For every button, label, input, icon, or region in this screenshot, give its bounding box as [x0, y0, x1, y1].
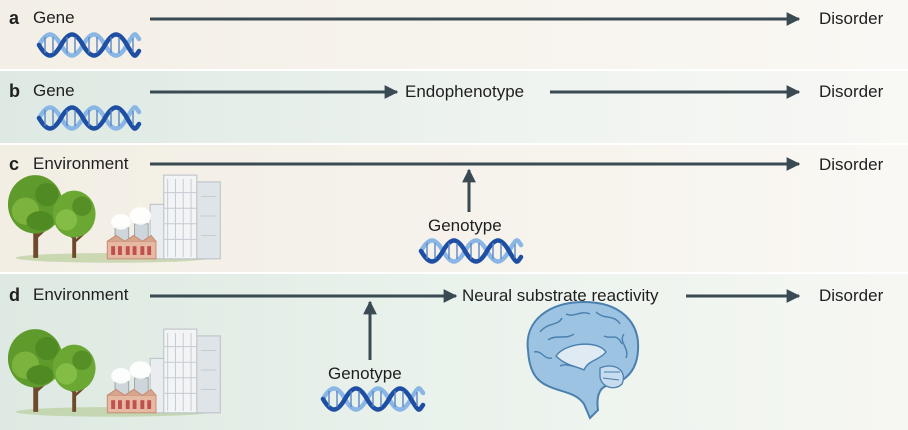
neural-substrate-reactivity-label: Neural substrate reactivity: [462, 286, 659, 305]
panel-b: [0, 71, 908, 143]
disorder-label: Disorder: [819, 82, 884, 101]
genotype-label: Genotype: [428, 216, 502, 235]
disorder-label: Disorder: [819, 286, 884, 305]
dna-icon: [421, 240, 521, 261]
environment-icon: [6, 173, 222, 265]
environment-icon: [6, 327, 222, 419]
panel-a-letter: a: [9, 8, 20, 28]
disorder-label: Disorder: [819, 155, 884, 174]
dna-icon: [39, 34, 139, 55]
panel-d-letter: d: [9, 285, 20, 305]
endophenotype-label: Endophenotype: [405, 82, 525, 101]
gene-label: Gene: [33, 8, 75, 27]
genotype-label: Genotype: [328, 364, 402, 383]
panel-c-letter: c: [9, 154, 20, 174]
environment-label: Environment: [33, 154, 129, 173]
panel-b-letter: b: [9, 81, 20, 101]
dna-icon: [39, 107, 139, 128]
disorder-label: Disorder: [819, 9, 884, 28]
brain-icon: [526, 300, 640, 420]
panel-a: [0, 0, 908, 69]
environment-label: Environment: [33, 285, 129, 304]
dna-icon: [323, 388, 423, 409]
gene-label: Gene: [33, 81, 75, 100]
